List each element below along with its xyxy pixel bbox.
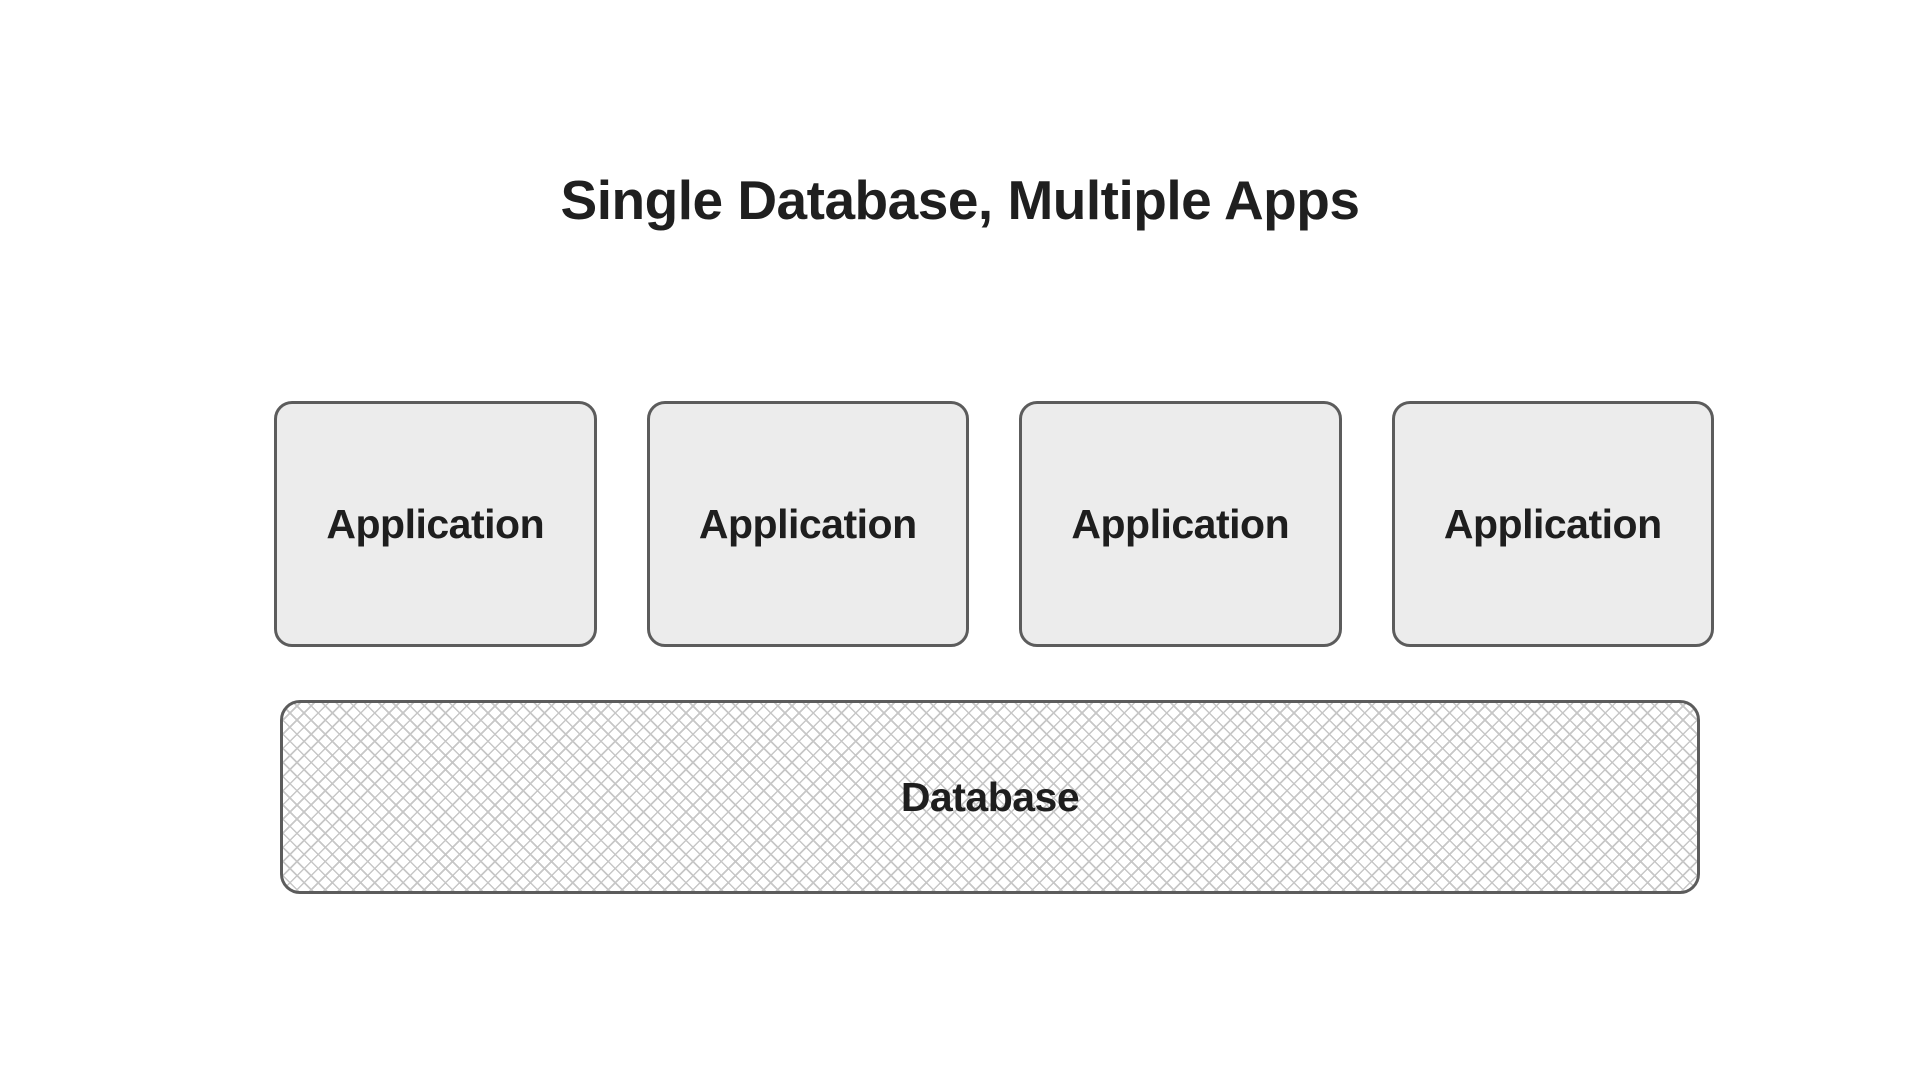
database-node: Database [280,700,1700,894]
application-node: Application [646,401,969,647]
application-node-label: Application [326,500,545,547]
application-node: Application [274,401,597,647]
application-row: Application Application Application Appl… [274,401,1714,647]
application-node: Application [1019,401,1342,647]
database-node-label: Database [900,773,1080,820]
diagram-title: Single Database, Multiple Apps [560,169,1360,231]
application-node: Application [1391,401,1714,647]
application-node-label: Application [698,500,917,547]
application-node-label: Application [1443,500,1662,547]
application-node-label: Application [1071,500,1290,547]
